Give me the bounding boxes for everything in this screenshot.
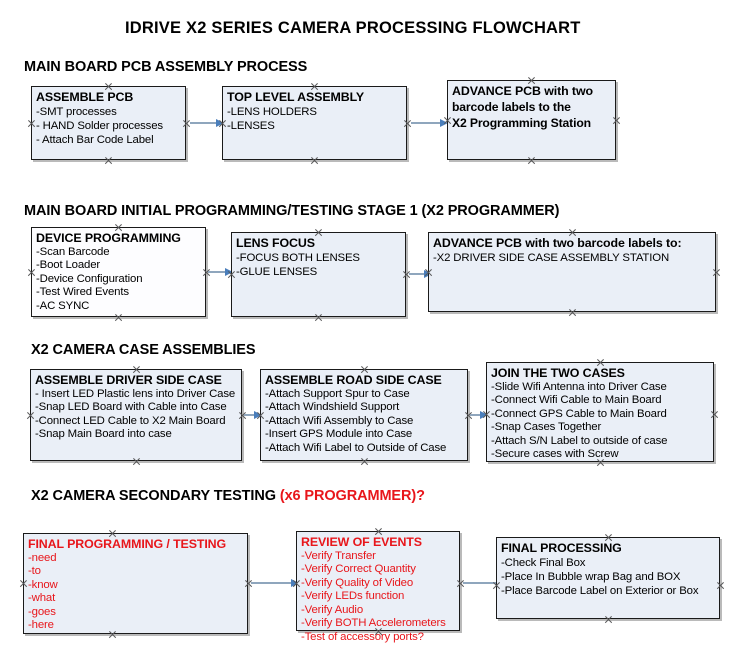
node-title: JOIN THE TWO CASES [491,366,625,380]
node-title: ASSEMBLE ROAD SIDE CASE [265,373,442,387]
arrow-head-icon [291,578,299,587]
arrow-lens-focus-to-advance-pcb [409,273,427,275]
node-line: -Scan Barcode [36,245,110,258]
node-line: - Insert LED Plastic lens into Driver Ca… [35,387,236,400]
node-line: -Verify Audio [301,603,363,616]
node-line: -Connect LED Cable to X2 Main Board [35,414,226,427]
section-heading-text: X2 CAMERA CASE ASSEMBLIES [31,342,256,358]
node-line: -Snap Cases Together [491,421,602,434]
arrow-head-icon [440,118,448,127]
node-title: LENS FOCUS [236,236,315,250]
node-title: REVIEW OF EVENTS [301,535,422,549]
node-title: FINAL PROCESSING [501,541,622,555]
node-line: -here [28,619,54,632]
node-title: ADVANCE PCB with two [452,84,593,98]
node-line: - HAND Solder processes [36,119,163,132]
node-line: -need [28,551,57,564]
node-line: -Connect Wifi Cable to Main Board [491,394,662,407]
section-heading-text: X2 CAMERA SECONDARY TESTING [31,488,280,504]
node-title: ASSEMBLE PCB [36,90,134,104]
node-line: -SMT processes [36,105,117,118]
node-line: -Verify Transfer [301,549,376,562]
node-assemble-pcb[interactable]: ASSEMBLE PCB -SMT processes - HAND Solde… [31,86,186,160]
arrow-head-icon [254,410,262,419]
node-line: -LENS HOLDERS [227,105,317,118]
node-title: FINAL PROGRAMMING / TESTING [28,537,227,551]
node-line: barcode labels to the [452,99,571,114]
node-line: -Secure cases with Screw [491,448,619,461]
node-line: -Attach Wifi Label to Outside of Case [265,441,447,454]
arrow-head-icon [216,118,224,127]
node-line: -GLUE LENSES [236,265,318,278]
node-title: DEVICE PROGRAMMING [36,231,181,245]
arrow-review-events-to-final-processing [463,582,502,584]
node-line: -what [28,592,56,605]
node-review-of-events[interactable]: REVIEW OF EVENTS -Verify Transfer -Verif… [296,531,460,643]
node-line: -Place In Bubble wrap Bag and BOX [501,570,681,583]
node-line-overflow: -Test of accessory ports? [301,631,424,644]
arrow-head-icon [225,267,233,276]
section-heading-text: MAIN BOARD PCB ASSEMBLY PROCESS [24,59,308,75]
arrow-top-level-to-advance-pcb [411,122,444,124]
node-line: -Slide Wifi Antenna into Driver Case [491,380,667,393]
section-heading-text: MAIN BOARD INITIAL PROGRAMMING/TESTING S… [24,203,560,219]
node-line: -Verify BOTH Accelerometers [301,617,446,630]
node-line: -Place Barcode Label on Exterior or Box [501,584,699,597]
node-line: -Attach Wifi Assembly to Case [265,414,414,427]
node-line: -Insert GPS Module into Case [265,428,413,441]
arrow-driver-case-to-road-case [244,414,258,416]
node-line: -Attach Support Spur to Case [265,387,410,400]
node-advance-pcb-programming-station[interactable]: ADVANCE PCB with two barcode labels to t… [447,80,616,160]
node-lens-focus[interactable]: LENS FOCUS -FOCUS BOTH LENSES -GLUE LENS… [231,232,406,317]
node-final-programming-testing[interactable]: FINAL PROGRAMMING / TESTING -need -to -k… [23,533,248,634]
node-assemble-driver-side-case[interactable]: ASSEMBLE DRIVER SIDE CASE - Insert LED P… [30,369,242,461]
node-join-the-two-cases[interactable]: JOIN THE TWO CASES -Slide Wifi Antenna i… [486,362,714,462]
node-title: TOP LEVEL ASSEMBLY [227,90,365,104]
section-heading-x2-camera-case-assemblies: X2 CAMERA CASE ASSEMBLIES [31,342,256,358]
node-line: - Attach Bar Code Label [36,133,154,146]
node-line: -Test Wired Events [36,286,129,299]
node-line: -Check Final Box [501,556,586,569]
node-line: -Verify Correct Quantity [301,563,416,576]
arrow-final-programming-to-review-events [251,582,294,584]
section-heading-accent: (x6 PROGRAMMER)? [279,488,425,504]
arrow-device-programming-to-lens-focus [208,271,228,273]
node-line: -Connect GPS Cable to Main Board [491,407,667,420]
node-line: X2 Programming Station [452,116,591,130]
section-heading-main-board-initial-programming: MAIN BOARD INITIAL PROGRAMMING/TESTING S… [24,203,560,219]
node-line: -to [28,565,41,578]
node-device-programming[interactable]: DEVICE PROGRAMMING -Scan Barcode -Boot L… [31,227,206,317]
node-assemble-road-side-case[interactable]: ASSEMBLE ROAD SIDE CASE -Attach Support … [260,369,468,461]
node-final-processing[interactable]: FINAL PROCESSING -Check Final Box -Place… [496,537,720,619]
arrow-head-icon [480,410,488,419]
section-heading-x2-camera-secondary-testing: X2 CAMERA SECONDARY TESTING (x6 PROGRAMM… [31,488,425,504]
node-line: -Attach Windshield Support [265,401,400,414]
section-heading-main-board-pcb-assembly: MAIN BOARD PCB ASSEMBLY PROCESS [24,59,307,75]
node-line: -know [28,578,58,591]
node-line: -FOCUS BOTH LENSES [236,251,360,264]
node-title: ADVANCE PCB with two barcode labels to: [433,236,682,250]
node-top-level-assembly[interactable]: TOP LEVEL ASSEMBLY -LENS HOLDERS -LENSES [222,86,407,160]
node-line: -Verify LEDs function [301,590,405,603]
node-line: -Attach S/N Label to outside of case [491,434,668,447]
node-advance-pcb-driver-side-case[interactable]: ADVANCE PCB with two barcode labels to: … [428,232,716,312]
node-line: -Boot Loader [36,259,101,272]
node-line: -Device Configuration [36,272,143,285]
node-line: -goes [28,605,56,618]
node-line: -Snap LED Board with Cable into Case [35,401,227,414]
node-line: -Verify Quality of Video [301,576,414,589]
node-line: -LENSES [227,119,275,132]
node-line: -X2 DRIVER SIDE CASE ASSEMBLY STATION [433,251,670,264]
arrow-road-case-to-join-cases [470,414,484,416]
page-title: IDRIVE X2 SERIES CAMERA PROCESSING FLOWC… [125,19,581,37]
arrow-assemble-pcb-to-top-level [190,122,219,124]
node-line: -AC SYNC [36,299,90,312]
node-title: ASSEMBLE DRIVER SIDE CASE [35,373,222,387]
node-line: -Snap Main Board into case [35,428,172,441]
